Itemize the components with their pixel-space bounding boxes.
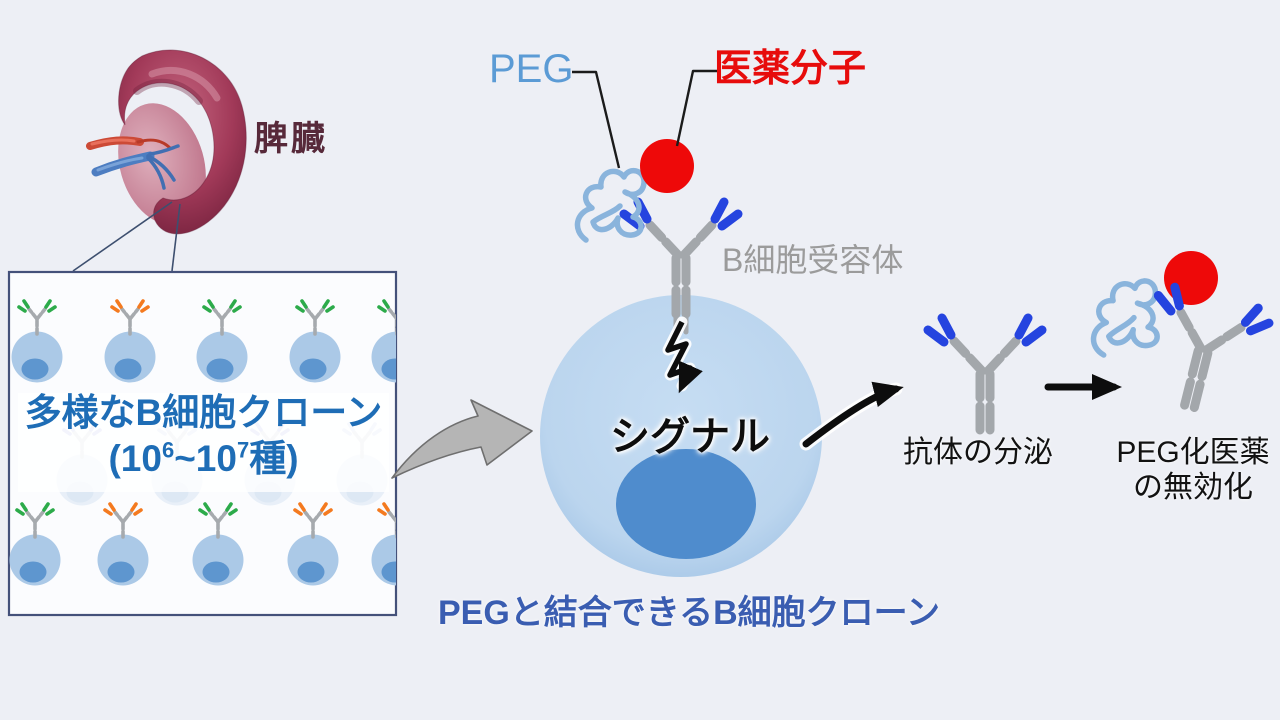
inactivation-line1: PEG化医薬 [1116,436,1270,469]
drug-molecule-dot [1164,251,1218,305]
b-cell-clone [289,299,341,383]
mini-receptor-icon [198,502,238,539]
anti-peg-antibody [1134,284,1272,420]
mini-receptor-icon [377,502,396,539]
mini-receptor-icon [17,299,57,336]
b-cell-clone [196,299,248,383]
clone-box-title-line2: (106~107種) [108,437,299,480]
secreted-antibody [928,318,1042,430]
drug-molecule-dot [640,139,694,193]
b-cell-clone [11,299,63,383]
secretion-arrow [799,381,904,451]
b-cell-clone [97,502,149,586]
spleen-callout-lines [72,201,181,272]
peg-polymer [577,171,644,240]
clone-box-title-line1: 多様なB細胞クローン [24,392,383,433]
b-cell-clone [287,502,339,586]
b-cell-clone [371,502,396,586]
bottom-caption: PEGと結合できるB細胞クローン [438,594,940,632]
signal-zigzag-arrow [662,316,703,394]
b-cell-clone [192,502,244,586]
drug-molecule-label: 医薬分子 [714,48,867,90]
mini-receptor-icon [295,299,335,336]
clone-box-title: 多様なB細胞クローン (106~107種) [18,390,389,483]
b-cell-receptor-label: B細胞受容体 [722,242,904,278]
clone-box-title-backdrop [18,393,389,492]
mini-receptor-icon [110,299,150,336]
peg-label: PEG [489,47,574,91]
mini-receptor-icon [103,502,143,539]
spleen-illustration [86,49,247,235]
b-cell-clone [9,502,61,586]
peg-drug-inactivation-label: PEG化医薬 の無効化 [1098,436,1280,505]
b-cell-clone [371,299,396,383]
label-callout-lines [572,69,718,169]
mini-receptor-icon [293,502,333,539]
b-cell-clone [104,299,156,383]
b-cell-clones-layer [9,299,396,586]
antibody-secretion-label: 抗体の分泌 [903,436,1053,469]
spleen-label: 脾臓 [254,120,328,158]
big-b-cell-nucleus [616,449,756,559]
inactivation-line2: の無効化 [1133,470,1253,504]
spleen-vessels [86,136,180,190]
mini-receptor-icon [15,502,55,539]
magnify-arrow [391,399,533,479]
peg-polymer [1088,280,1161,356]
mini-receptor-icon [202,299,242,336]
pegylated-drug-antibody-complex [1088,251,1272,420]
mini-receptor-icon [377,299,396,336]
signal-label: シグナル [610,415,770,459]
